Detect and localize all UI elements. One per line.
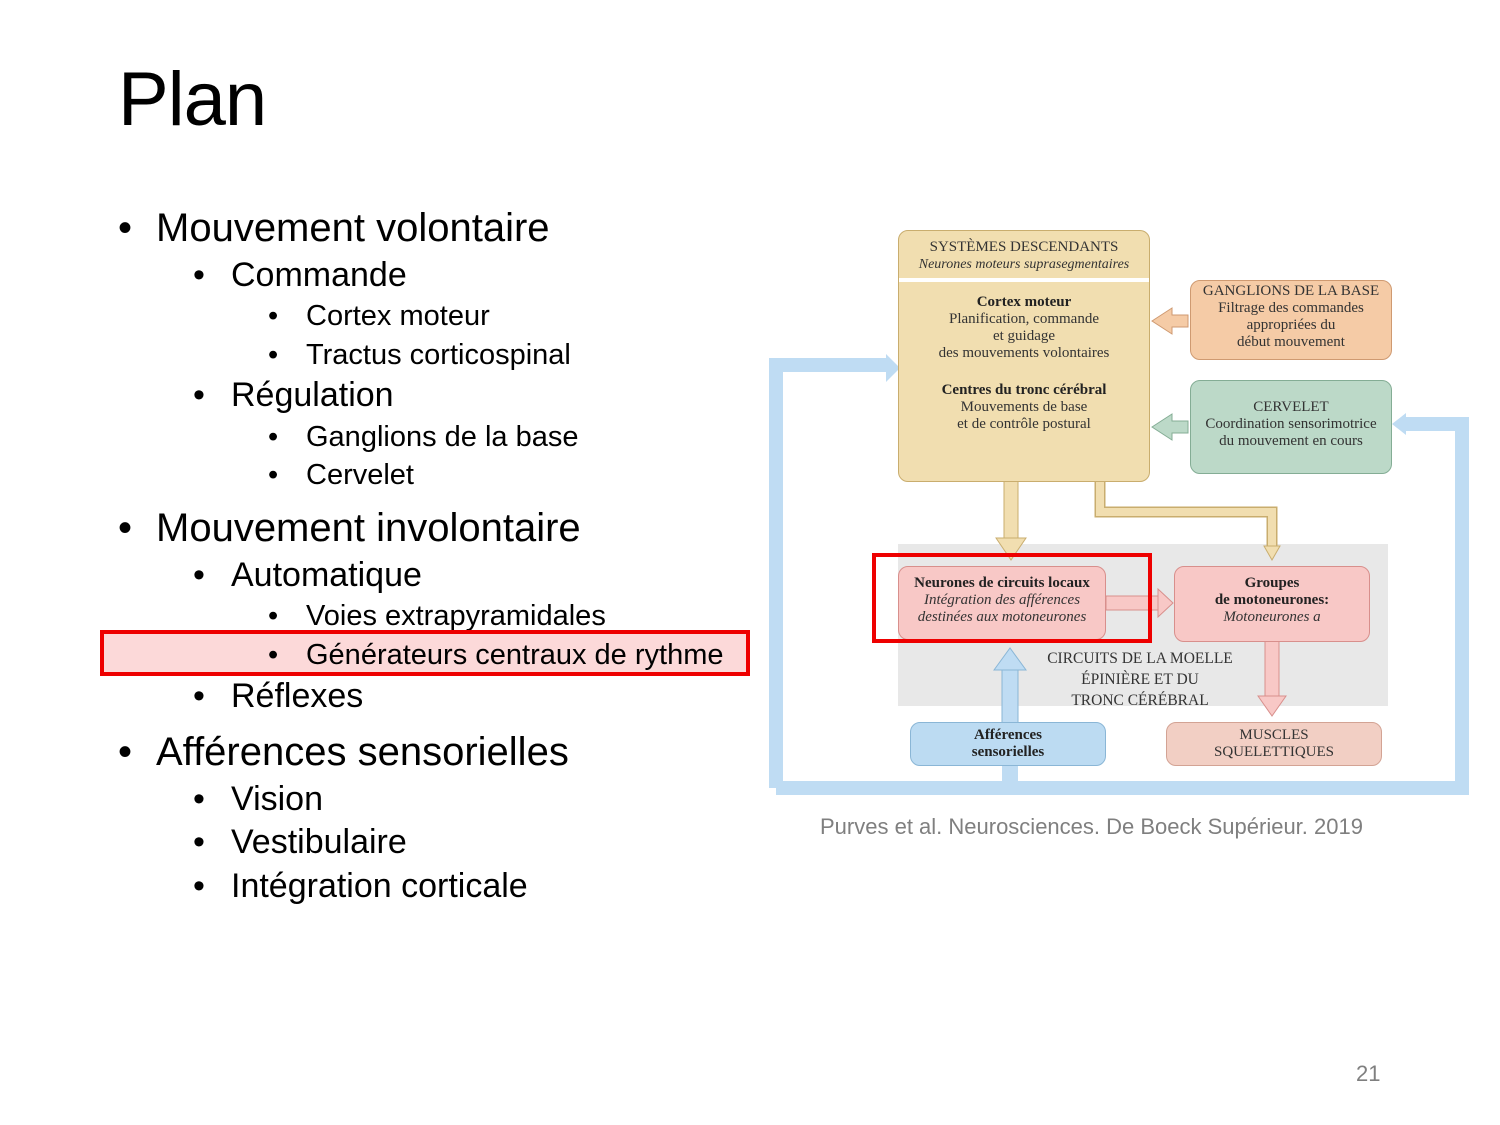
moto-to-muscle-head <box>1257 695 1287 717</box>
basal-ganglia-line-3: début mouvement <box>1237 334 1345 350</box>
local-circuits-line-1: Intégration des afférences <box>923 592 1081 608</box>
bullet-icon: • <box>193 556 205 594</box>
basal-ganglia-title: GANGLIONS DE LA BASE <box>1202 283 1380 299</box>
local-circuits-line-2: destinées aux motoneurones <box>917 609 1087 625</box>
page-number: 21 <box>1356 1061 1381 1086</box>
outline-item-involuntary: •Mouvement involontaire <box>118 506 581 550</box>
afferents-line-1: Afférences <box>973 727 1043 743</box>
brainstem-title: Centres du tronc cérébral <box>941 382 1107 398</box>
basal-ganglia-arrow <box>1151 307 1189 335</box>
bullet-icon: • <box>193 376 205 414</box>
brainstem-line-1: Mouvements de base <box>960 399 1088 415</box>
feedback-arrowhead-left <box>886 354 900 382</box>
motoneurons-box: Groupes de motoneurones: Motoneurones a <box>1174 566 1370 642</box>
basal-ganglia-box: GANGLIONS DE LA BASE Filtrage des comman… <box>1190 280 1392 360</box>
bullet-icon: • <box>268 600 279 630</box>
outline-item-motor-cortex: •Cortex moteur <box>268 300 490 332</box>
feedback-arrow-right <box>776 417 1469 795</box>
bullet-icon: • <box>268 639 279 671</box>
descending-systems-box: SYSTÈMES DESCENDANTS Neurones moteurs su… <box>898 230 1150 482</box>
cerebellum-line-1: Coordination sensorimotrice <box>1205 416 1377 432</box>
highlight-box <box>100 630 750 676</box>
outline-item-sensory: •Afférences sensorielles <box>118 730 569 774</box>
cortex-line-2: et guidage <box>992 328 1056 344</box>
afferent-loop-stub <box>1002 764 1018 784</box>
spinal-line-2: ÉPINIÈRE ET DU <box>1081 671 1199 688</box>
outline-item-automatic: •Automatique <box>193 556 422 594</box>
afferent-shaft <box>1001 667 1019 729</box>
afferents-box: Afférences sensorielles <box>910 722 1106 766</box>
figure-credit: Purves et al. Neurosciences. De Boeck Su… <box>820 814 1363 839</box>
local-circuits-title: Neurones de circuits locaux <box>914 575 1090 591</box>
basal-ganglia-line-1: Filtrage des commandes <box>1218 300 1364 316</box>
outline-item-vestibular: •Vestibulaire <box>193 823 407 861</box>
clipped-line: •Voies extrapyramidales <box>100 596 760 630</box>
moto-to-muscle-shaft <box>1264 639 1280 701</box>
motoneuron-elbow-head <box>1263 545 1281 562</box>
outline-item-cerebellum: •Cervelet <box>268 459 414 491</box>
cerebellum-box: CERVELET Coordination sensorimotrice du … <box>1190 380 1392 474</box>
bullet-icon: • <box>193 677 205 715</box>
outline-item-cortical-integration: •Intégration corticale <box>193 867 528 905</box>
bullet-icon: • <box>268 300 279 332</box>
spinal-line-3: TRONC CÉRÉBRAL <box>1071 692 1209 709</box>
cerebellum-title: CERVELET <box>1253 399 1329 415</box>
outline-item-command: •Commande <box>193 256 407 294</box>
motoneurons-line-2: de motoneurones: <box>1214 592 1330 608</box>
outline-item-cpg: •Générateurs centraux de rythme <box>268 639 724 671</box>
muscles-line-1: MUSCLES <box>1239 727 1309 743</box>
cortex-line-3: des mouvements volontaires <box>938 345 1110 361</box>
motoneuron-elbow <box>1096 480 1276 546</box>
basal-ganglia-line-2: appropriées du <box>1246 317 1336 333</box>
bullet-icon: • <box>268 339 279 371</box>
motor-system-diagram: SYSTÈMES DESCENDANTS Neurones moteurs su… <box>768 228 1478 798</box>
bullet-icon: • <box>118 506 133 550</box>
cortex-title: Cortex moteur <box>976 294 1072 310</box>
afferents-line-2: sensorielles <box>971 744 1045 760</box>
outline-item-basal-ganglia: •Ganglions de la base <box>268 421 579 453</box>
box-divider <box>899 278 1149 282</box>
local-circuits-box: Neurones de circuits locaux Intégration … <box>898 566 1106 640</box>
outline-item-voluntary: •Mouvement volontaire <box>118 206 550 250</box>
cerebellum-arrow <box>1151 413 1189 441</box>
motoneurons-line-3: Motoneurones a <box>1223 609 1321 625</box>
bullet-icon: • <box>118 206 133 250</box>
outline-item-corticospinal: •Tractus corticospinal <box>268 339 571 371</box>
outline-item-regulation: •Régulation <box>193 376 394 414</box>
local-to-moto-head <box>1157 587 1174 619</box>
bullet-icon: • <box>193 780 205 818</box>
descending-arrowhead <box>995 537 1027 561</box>
bullet-icon: • <box>193 256 205 294</box>
outline-item-vision: •Vision <box>193 780 323 818</box>
bullet-icon: • <box>193 823 205 861</box>
spinal-line-1: CIRCUITS DE LA MOELLE <box>1047 650 1233 667</box>
afferent-arrowhead <box>993 647 1027 671</box>
motoneurons-line-1: Groupes <box>1244 575 1300 591</box>
cortex-line-1: Planification, commande <box>949 311 1099 327</box>
descending-title: SYSTÈMES DESCENDANTS <box>929 239 1119 255</box>
bullet-icon: • <box>193 867 205 905</box>
slide-title: Plan <box>118 57 267 142</box>
feedback-arrow-left <box>769 358 888 788</box>
bullet-icon: • <box>118 730 133 774</box>
bullet-icon: • <box>268 459 279 491</box>
muscles-line-2: SQUELETTIQUES <box>1214 744 1334 760</box>
local-circuits-highlight <box>872 553 1152 643</box>
outline-item-extrapyramidal: •Voies extrapyramidales <box>268 600 606 630</box>
cerebellum-line-2: du mouvement en cours <box>1219 433 1363 449</box>
brainstem-line-2: et de contrôle postural <box>957 416 1091 432</box>
outline-item-reflexes: •Réflexes <box>193 677 364 715</box>
spinal-circuits-label: CIRCUITS DE LA MOELLE ÉPINIÈRE ET DU TRO… <box>1030 646 1250 709</box>
bullet-icon: • <box>268 421 279 453</box>
descending-subtitle: Neurones moteurs suprasegmentaires <box>918 257 1130 272</box>
descending-shaft <box>1003 479 1019 541</box>
muscles-box: MUSCLES SQUELETTIQUES <box>1166 722 1382 766</box>
feedback-arrowhead-right <box>1392 413 1406 435</box>
